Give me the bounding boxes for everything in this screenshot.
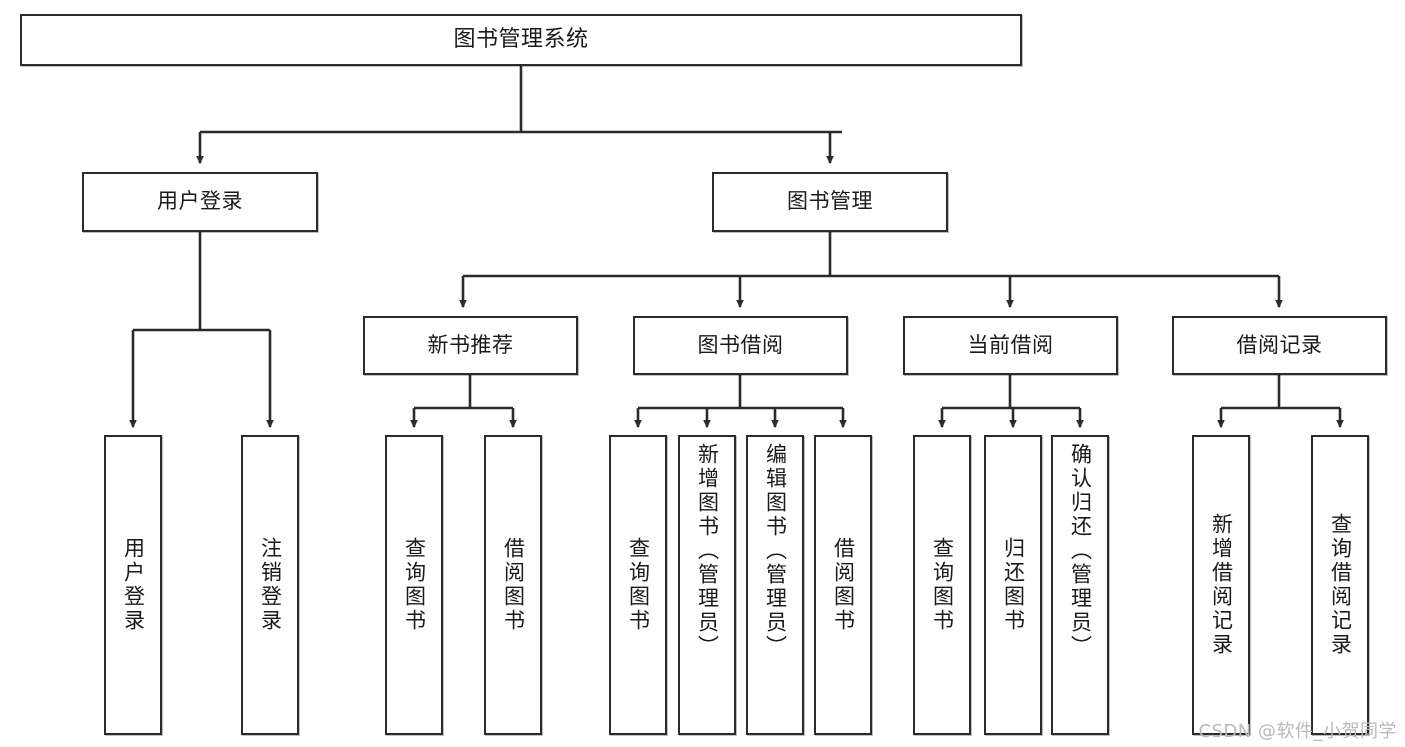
node-user-login-label: 用户登录 xyxy=(157,189,243,214)
node-leaf-borrow-book-1[interactable]: 借阅图书 xyxy=(484,435,542,735)
node-borrow-record[interactable]: 借阅记录 xyxy=(1172,316,1387,375)
edge-newbook-to-leaves xyxy=(410,375,517,429)
node-leaf-query-book-3[interactable]: 查询图书 xyxy=(913,435,971,735)
edge-userlogin-to-leaves xyxy=(129,232,274,429)
edge-currentborrow-to-leaves xyxy=(938,375,1084,429)
node-leaf-return-book-label: 归还图书 xyxy=(1001,537,1026,633)
node-leaf-add-book-label: 新增图书（管理员） xyxy=(695,443,720,659)
node-leaf-query-book-1[interactable]: 查询图书 xyxy=(385,435,443,735)
node-current-borrow[interactable]: 当前借阅 xyxy=(903,316,1118,375)
node-leaf-edit-book-label: 编辑图书（管理员） xyxy=(763,443,788,659)
node-leaf-confirm-return-label: 确认归还（管理员） xyxy=(1068,443,1093,659)
watermark-text: CSDN @软件_小贺同学 xyxy=(1198,721,1397,742)
node-book-borrow-label: 图书借阅 xyxy=(697,332,784,357)
node-leaf-borrow-book-1-label: 借阅图书 xyxy=(501,537,526,633)
node-leaf-user-logout[interactable]: 注销登录 xyxy=(241,435,299,735)
edge-root-to-level2 xyxy=(196,66,842,165)
node-leaf-query-book-2[interactable]: 查询图书 xyxy=(609,435,667,735)
node-book-manage-label: 图书管理 xyxy=(787,189,873,214)
node-book-manage[interactable]: 图书管理 xyxy=(712,172,948,232)
node-leaf-add-record-label: 新增借阅记录 xyxy=(1209,513,1234,657)
node-borrow-record-label: 借阅记录 xyxy=(1236,332,1323,357)
node-leaf-query-record[interactable]: 查询借阅记录 xyxy=(1311,435,1369,735)
node-leaf-user-login[interactable]: 用户登录 xyxy=(104,435,162,735)
edge-bookborrow-to-leaves xyxy=(634,375,847,429)
node-leaf-add-book[interactable]: 新增图书（管理员） xyxy=(678,435,736,735)
node-root[interactable]: 图书管理系统 xyxy=(20,14,1022,66)
node-leaf-borrow-book-2-label: 借阅图书 xyxy=(831,537,856,633)
node-leaf-query-book-2-label: 查询图书 xyxy=(626,537,651,633)
node-leaf-borrow-book-2[interactable]: 借阅图书 xyxy=(814,435,872,735)
edge-borrowrecord-to-leaves xyxy=(1217,375,1344,429)
node-leaf-confirm-return[interactable]: 确认归还（管理员） xyxy=(1051,435,1109,735)
node-leaf-query-book-1-label: 查询图书 xyxy=(402,537,427,633)
edge-bookmanage-to-level3 xyxy=(459,232,1283,309)
node-leaf-user-logout-label: 注销登录 xyxy=(258,537,283,633)
node-leaf-user-login-label: 用户登录 xyxy=(121,537,146,633)
node-book-borrow[interactable]: 图书借阅 xyxy=(633,316,848,375)
node-leaf-return-book[interactable]: 归还图书 xyxy=(984,435,1042,735)
node-leaf-query-record-label: 查询借阅记录 xyxy=(1328,513,1353,657)
node-current-borrow-label: 当前借阅 xyxy=(967,332,1054,357)
node-leaf-query-book-3-label: 查询图书 xyxy=(930,537,955,633)
node-user-login[interactable]: 用户登录 xyxy=(82,172,318,232)
node-leaf-add-record[interactable]: 新增借阅记录 xyxy=(1192,435,1250,735)
node-new-book-recommend[interactable]: 新书推荐 xyxy=(363,316,578,375)
node-leaf-edit-book[interactable]: 编辑图书（管理员） xyxy=(746,435,804,735)
node-root-label: 图书管理系统 xyxy=(453,27,589,53)
node-new-book-recommend-label: 新书推荐 xyxy=(427,332,514,357)
